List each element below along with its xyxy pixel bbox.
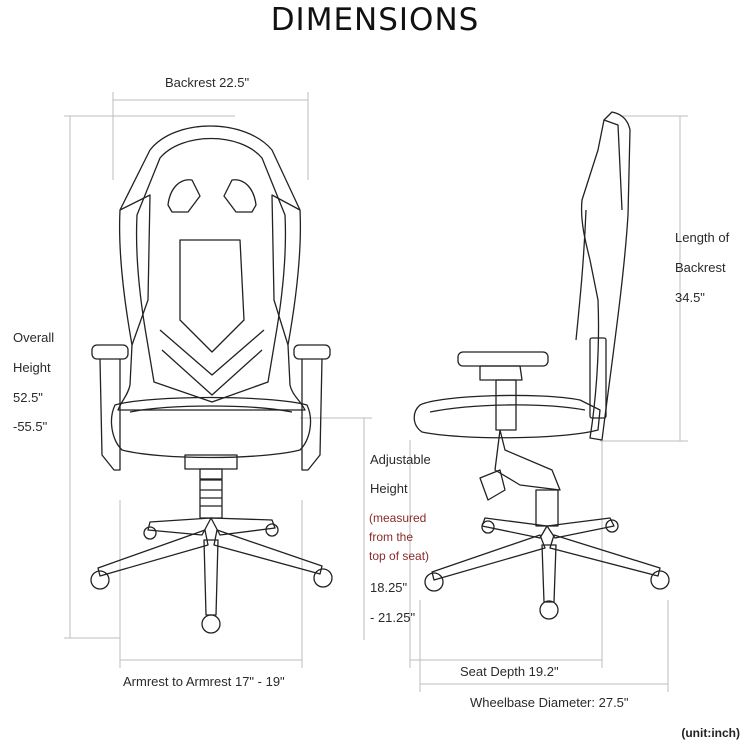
adjustable-height-label-1: Adjustable (370, 452, 431, 467)
adjustable-note-3: top of seat) (369, 549, 430, 563)
page-title: DIMENSIONS (270, 2, 480, 38)
adjustable-range-2: - 21.25" (370, 610, 416, 625)
backrest-length-label-3: 34.5" (675, 290, 705, 305)
adjustable-note-1: (measured (369, 511, 427, 525)
dimension-lines (64, 92, 688, 692)
front-chair-view-icon (90, 125, 333, 634)
unit-label: (unit:inch) (681, 726, 740, 740)
overall-height-label-3: 52.5" (13, 390, 43, 405)
adjustable-height-label-2: Height (370, 481, 408, 496)
overall-height-label-4: -55.5" (13, 419, 48, 434)
side-chair-view-icon (413, 111, 670, 620)
overall-height-label-2: Height (13, 360, 51, 375)
adjustable-range-1: 18.25" (370, 580, 408, 595)
backrest-length-label-2: Backrest (675, 260, 726, 275)
adjustable-note-2: from the (369, 530, 414, 544)
overall-height-label-1: Overall (13, 330, 55, 345)
backrest-length-label-1: Length of (675, 230, 730, 245)
wheelbase-label: Wheelbase Diameter: 27.5" (470, 695, 629, 710)
seat-depth-label: Seat Depth 19.2" (460, 664, 559, 679)
backrest-width-label: Backrest 22.5" (165, 75, 250, 90)
armrest-distance-label: Armrest to Armrest 17" - 19" (123, 674, 285, 689)
